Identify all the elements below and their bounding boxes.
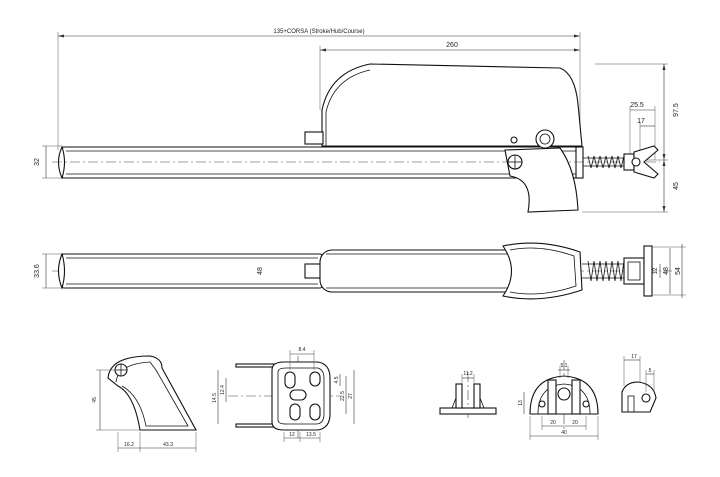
bracket-u: 11.2: [439, 371, 497, 420]
top-view: 33.6 48 12 48 54: [34, 242, 686, 300]
wide-dim-40: 40: [561, 430, 567, 436]
dim-48-center-label: 48: [257, 267, 264, 275]
plate-dim-14-5: 14.5: [212, 393, 218, 403]
spring-rod: [583, 145, 659, 179]
front-bracket: [504, 147, 579, 213]
plate-dim-22-5: 22.5: [340, 391, 346, 401]
dim-12-label: 12: [653, 267, 659, 274]
top-view-dimensions: 33.6 48 12 48 54: [34, 244, 686, 298]
dim-54-label: 54: [675, 267, 682, 275]
height-97-5-label: 97.5: [673, 103, 680, 117]
actuator-tube: [57, 145, 584, 180]
stroke-dimension: 135+CORSA (Stroke/Hub/Course): [58, 29, 580, 38]
tube-diameter-dimension: 32: [34, 145, 62, 179]
wide-dim-20-left: 20: [550, 420, 556, 426]
u-dim-11-2: 11.2: [463, 371, 473, 377]
end-offset-dimensions: 25.5 17: [629, 102, 656, 160]
plate-dim-12: 12: [289, 432, 295, 438]
plate-dim-4-5: 4.5: [334, 376, 340, 383]
height-dimensions: 97.5 45: [662, 64, 680, 212]
height-45-label: 45: [673, 182, 680, 190]
stroke-label: 135+CORSA (Stroke/Hub/Course): [273, 29, 364, 35]
plate-dim-12-4: 12.4: [220, 385, 226, 395]
arc-dim-16-2: 16.2: [124, 442, 134, 448]
arc-dim-45: 45: [92, 397, 98, 403]
dim-17-label: 17: [637, 118, 645, 125]
motor-housing: [304, 63, 583, 149]
plate-dim-27: 27: [348, 393, 354, 399]
plate-dim-13-5: 13.5: [306, 432, 316, 438]
bracket-wide: 5.1 13 20 20 40: [518, 360, 599, 440]
top-tube: [57, 252, 324, 290]
wide-dim-13: 13: [518, 400, 524, 406]
dim-25-5-label: 25.5: [630, 102, 644, 109]
arc-dim-43-3: 43.3: [163, 442, 173, 448]
dim-48-label: 48: [663, 267, 670, 275]
plate-dim-8-4: 8.4: [299, 347, 306, 353]
top-spring-end: [582, 245, 653, 297]
bracket-small: 17 5: [621, 354, 657, 413]
dim-33-6-label: 33.6: [34, 264, 41, 278]
length-260-label: 260: [446, 42, 458, 49]
side-view: 135+CORSA (Stroke/Hub/Course) 260 97.5 4…: [34, 29, 680, 213]
bracket-arc: 45 16.2 43.3: [92, 355, 197, 452]
dim-32-label: 32: [34, 158, 41, 166]
small-dim-17: 17: [631, 354, 637, 360]
small-dim-5: 5: [649, 368, 652, 374]
top-body: [319, 242, 583, 300]
wide-dim-20-right: 20: [572, 420, 578, 426]
wide-dim-5-1: 5.1: [561, 363, 568, 369]
length-260-dimension: 260: [320, 42, 580, 52]
bracket-plate: 8.4 12.4 14.5 4.5 22.5 27 12 13.5: [212, 347, 355, 442]
